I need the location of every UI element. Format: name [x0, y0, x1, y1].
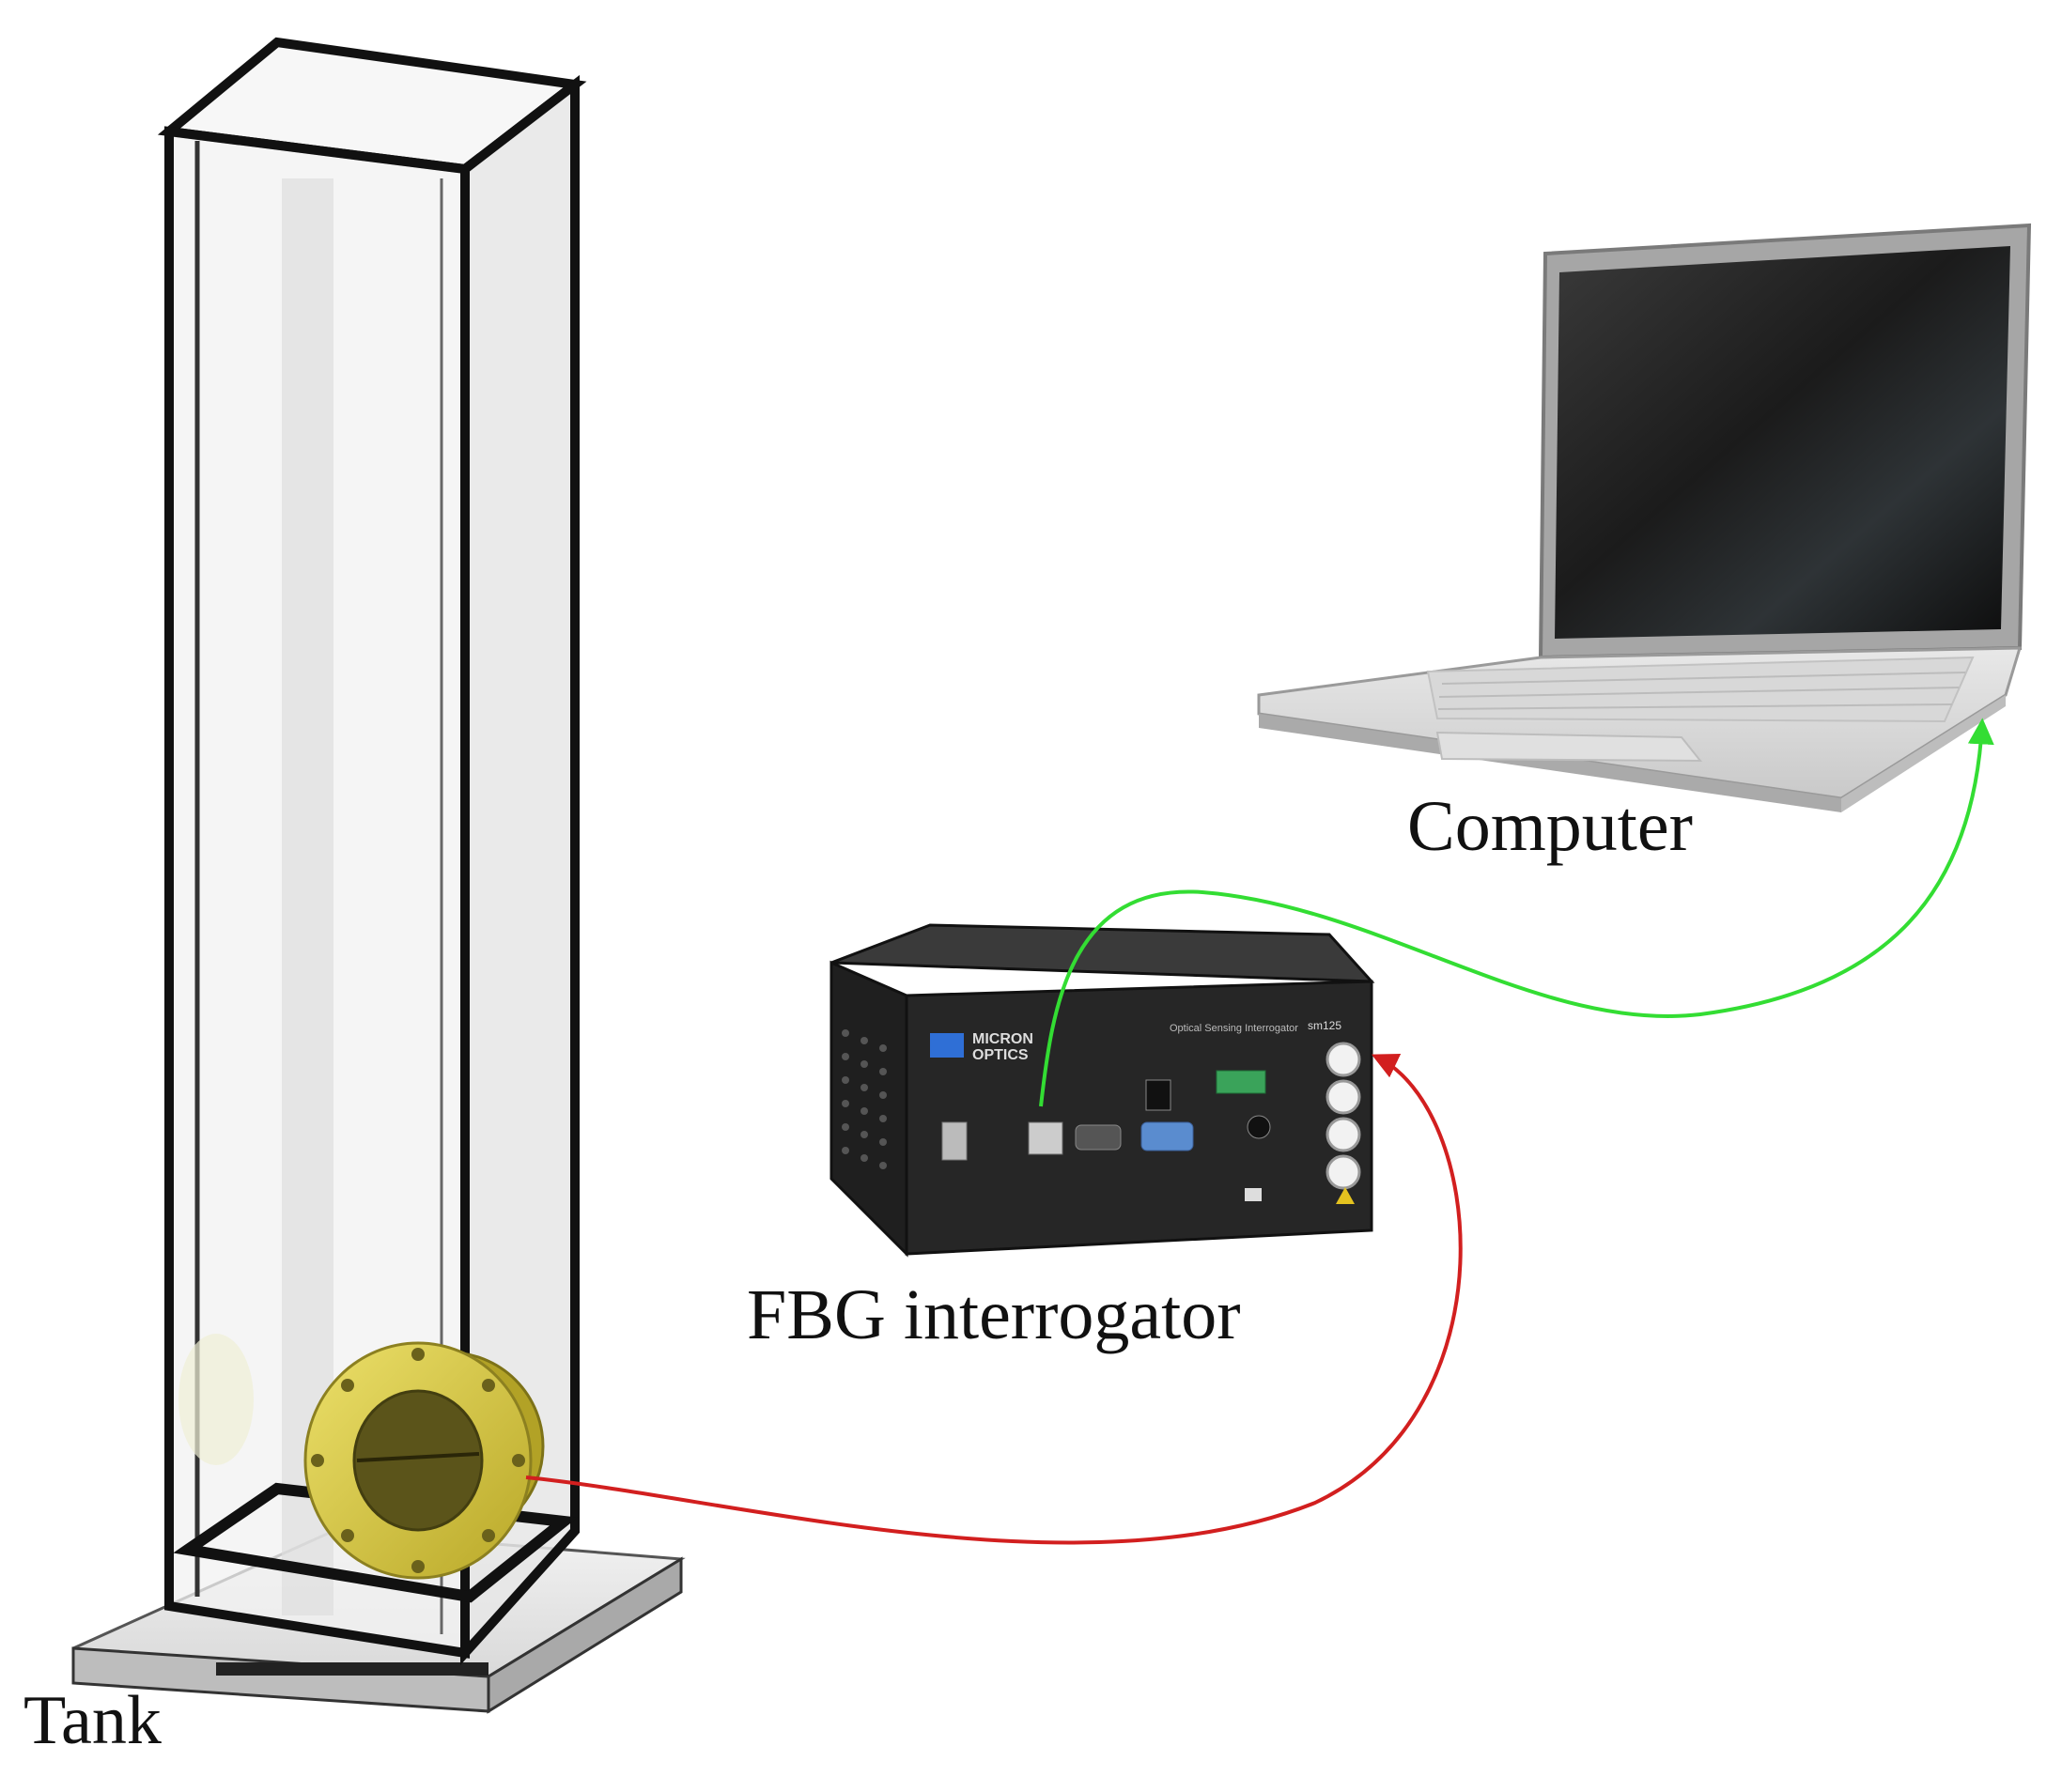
tank-label: Tank: [23, 1682, 162, 1759]
device-title: Optical Sensing Interrogator: [1170, 1023, 1298, 1034]
optical-channel-ports: [1326, 1042, 1361, 1190]
device-model: sm125: [1308, 1019, 1341, 1032]
interrogator-device-icon: MICRON OPTICS Optical Sensing Interrogat…: [829, 923, 1375, 1258]
laser-warning-icon: [1336, 1187, 1355, 1204]
brand-line-1: MICRON: [972, 1031, 1033, 1047]
ethernet-data-cable: [1039, 718, 1994, 1107]
terminal-block: [1216, 1070, 1266, 1094]
laptop-icon: [1257, 223, 2032, 812]
glass-tank-icon: [71, 37, 686, 1714]
fiber-optic-cable: [525, 1054, 1463, 1545]
interrogator-label: FBG interrogator: [747, 1275, 1241, 1354]
ethernet-port: [1028, 1121, 1063, 1155]
usb-port: [941, 1121, 968, 1161]
brand-line-2: OPTICS: [972, 1047, 1029, 1063]
brand-logo-icon: [930, 1033, 964, 1058]
power-switch: [1145, 1079, 1171, 1111]
vga-port: [1140, 1121, 1194, 1151]
fbg-sensor-ring-icon: [303, 1341, 545, 1580]
computer-label: Computer: [1407, 787, 1693, 866]
serial-port: [1075, 1124, 1122, 1151]
